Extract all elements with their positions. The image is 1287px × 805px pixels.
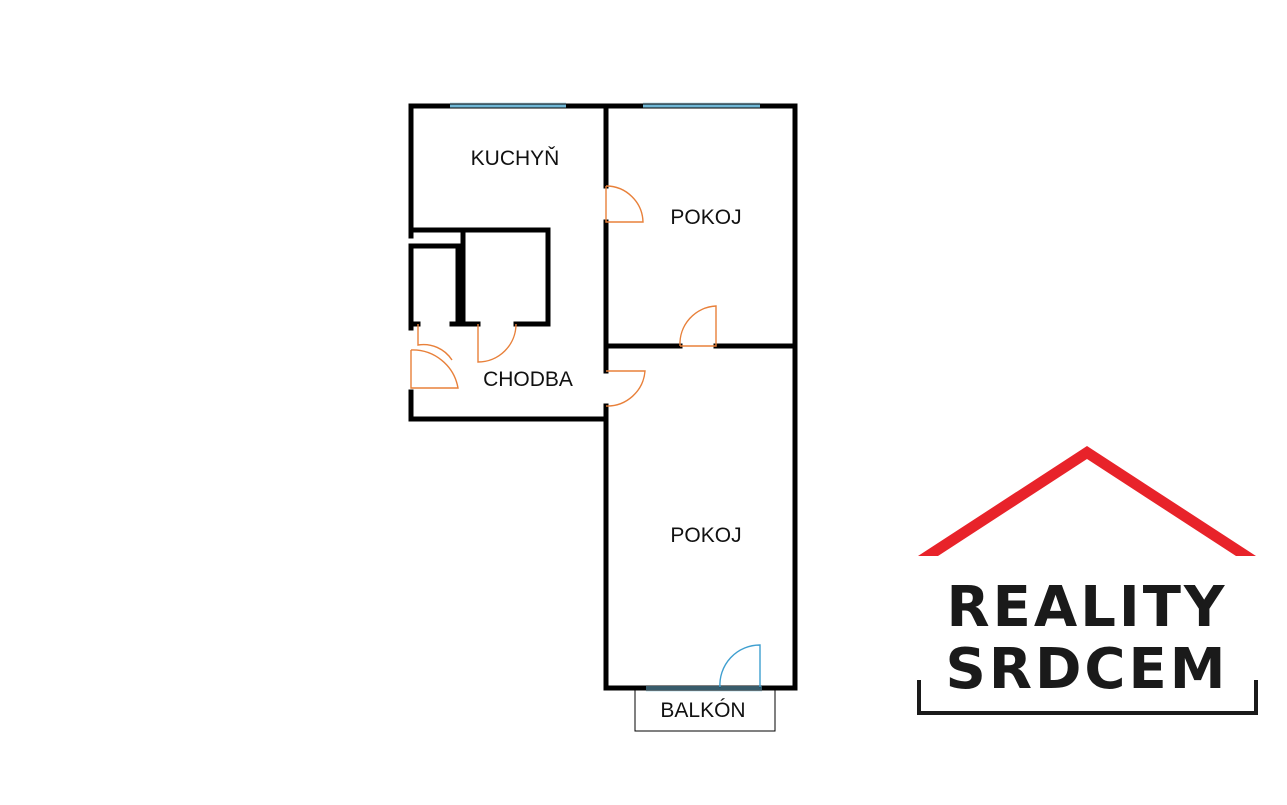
balcony-outline xyxy=(634,687,776,732)
outer-walls xyxy=(408,103,798,691)
door-bathroom xyxy=(417,324,453,361)
door-balcony xyxy=(719,644,761,689)
logo-bracket xyxy=(917,680,1258,715)
door-hallway-room xyxy=(605,370,646,407)
label-room-bottom: POKOJ xyxy=(670,524,741,547)
interior-walls xyxy=(408,103,798,422)
door-entrance xyxy=(410,349,459,389)
door-storage xyxy=(477,323,517,363)
label-kitchen: KUCHYŇ xyxy=(471,147,560,170)
logo-roof-icon xyxy=(918,446,1256,556)
logo-line1: REALITY xyxy=(947,575,1228,640)
door-kitchen-room xyxy=(605,185,644,223)
logo-line2: SRDCEM xyxy=(945,637,1228,702)
door-between-rooms xyxy=(679,305,717,347)
label-balcony: BALKÓN xyxy=(660,699,745,722)
logo: REALITY SRDCEM xyxy=(917,446,1258,715)
doors xyxy=(410,185,761,689)
label-hallway: CHODBA xyxy=(483,368,573,391)
label-room-top: POKOJ xyxy=(670,206,741,229)
